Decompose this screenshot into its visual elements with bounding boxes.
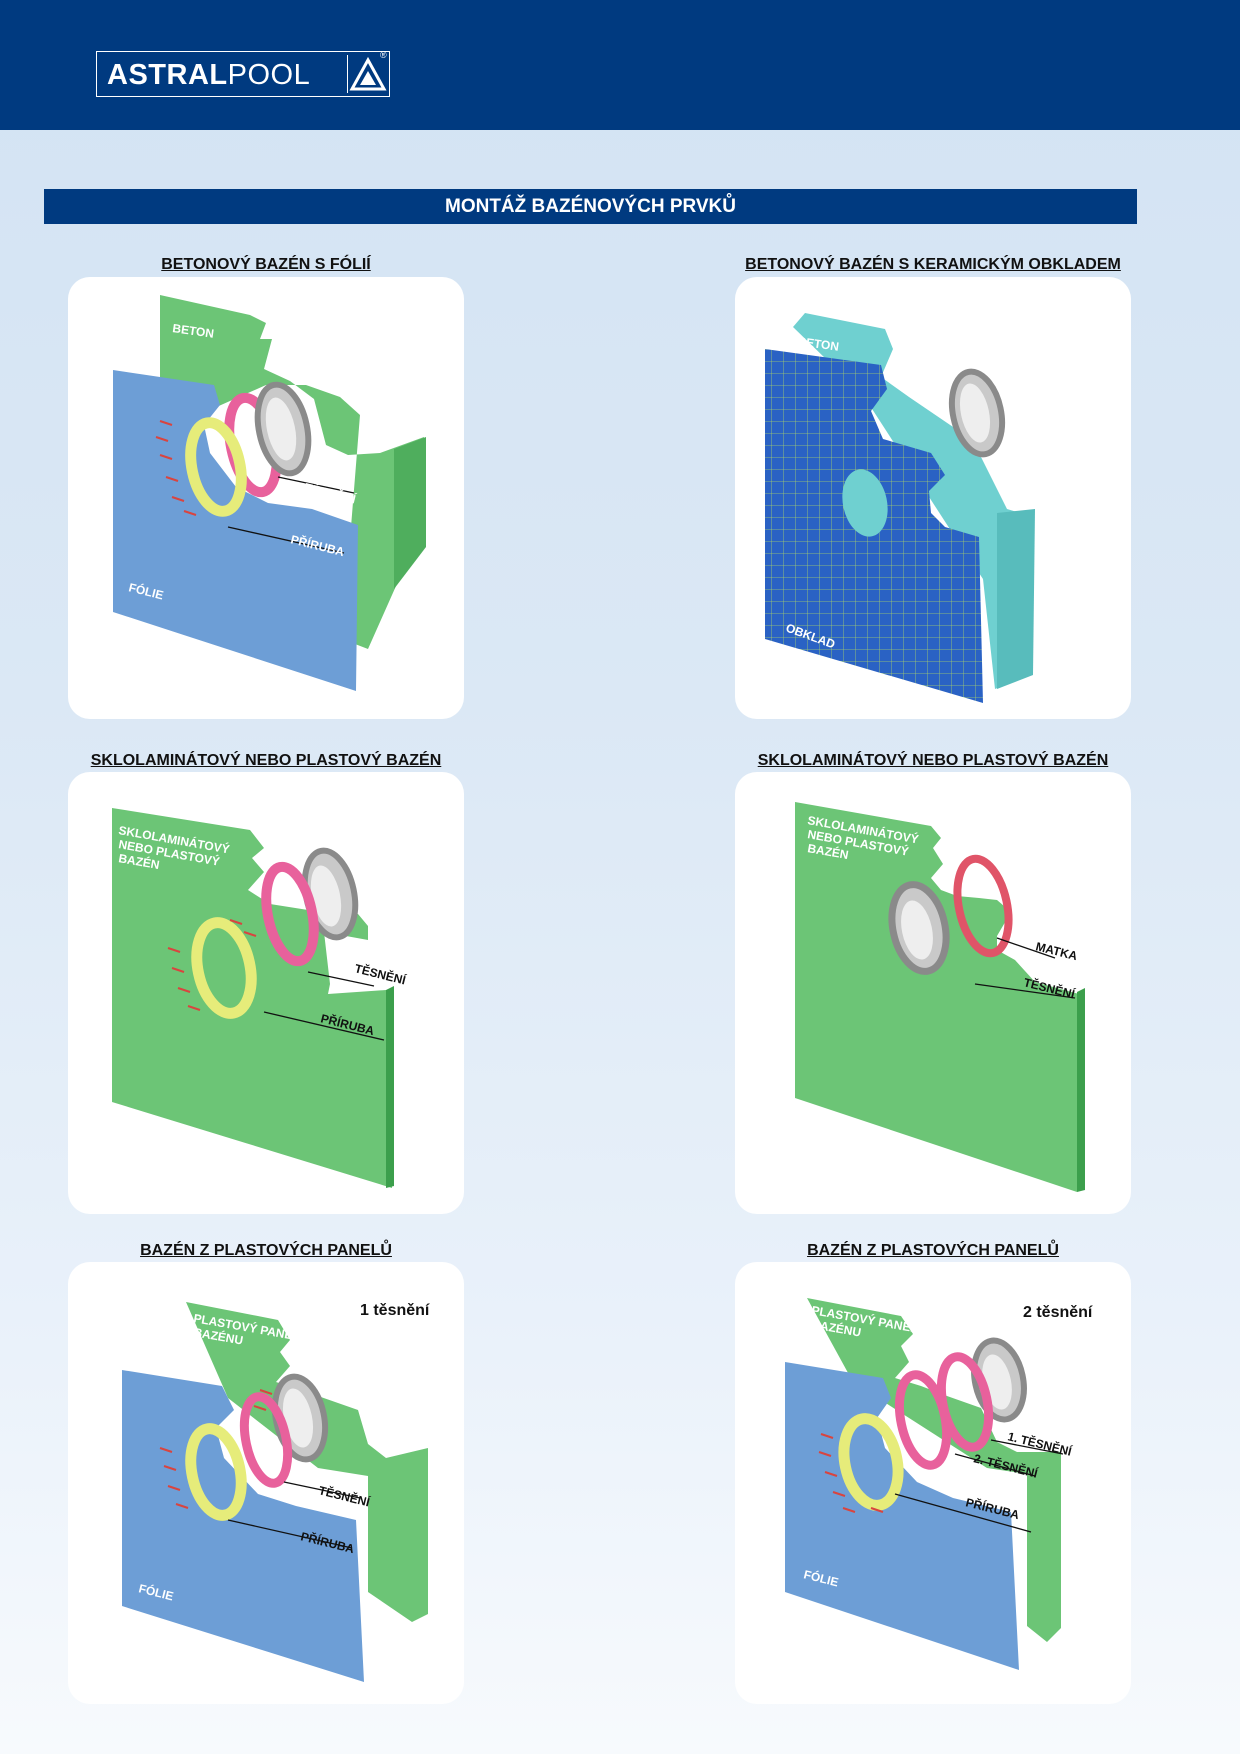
gasket-ring (239, 1392, 293, 1488)
fiberglass-wall-edge (386, 986, 394, 1188)
label-wall-line3: BAZÉN (806, 840, 849, 862)
note-gasket-count: 1 těsnění (360, 1302, 430, 1319)
astralpool-logo[interactable]: ASTRALPOOL (96, 51, 390, 97)
label-beton: BETON (797, 334, 840, 354)
flange-ring (185, 417, 247, 517)
panel-fiberglass-nut: SKLOLAMINÁTOVÝ NEBO PLASTOVÝ BAZÉN MATKA… (735, 772, 1131, 1214)
fiberglass-wall (795, 802, 1079, 1192)
foil-sheet (113, 370, 358, 691)
label-tesneni: TĚSNĚNÍ (303, 479, 358, 506)
registered-mark: ® (380, 50, 387, 60)
diagram-fiberglass-flange: SKLOLAMINÁTOVÝ NEBO PLASTOVÝ BAZÉN TĚSNĚ… (112, 808, 408, 1188)
panel-title-fiberglass-2: SKLOLAMINÁTOVÝ NEBO PLASTOVÝ BAZÉN (757, 752, 1109, 769)
gasket-ring-2 (894, 1370, 952, 1470)
panel-title-plastic-1: BAZÉN Z PLASTOVÝCH PANELŮ (140, 1242, 392, 1259)
panel-plastic-two-gaskets: 2 těsnění PLASTOVÝ PANEL BAZÉNU 1. TĚSNĚ… (735, 1262, 1131, 1704)
panel-title-concrete-foil: BETONOVÝ BAZÉN S FÓLIÍ (161, 256, 371, 273)
panel-title-fiberglass-1: SKLOLAMINÁTOVÝ NEBO PLASTOVÝ BAZÉN (90, 752, 442, 769)
header-bar: ASTRALPOOL ® (0, 0, 1240, 130)
concrete-wall-side (394, 437, 426, 589)
panel-concrete-foil: BETON TĚSNĚNÍ PŘÍRUBA FÓLIE (68, 277, 464, 719)
concrete-wall (160, 295, 424, 649)
logo-wordmark: ASTRALPOOL (107, 59, 311, 91)
flange-ring (838, 1413, 904, 1511)
flange-ring (185, 1423, 247, 1521)
fiberglass-wall-edge (1077, 988, 1085, 1192)
note-gasket-count: 2 těsnění (1023, 1304, 1093, 1321)
foil-sheet (122, 1370, 364, 1682)
flange-ring (191, 917, 257, 1019)
label-beton: BETON (172, 321, 215, 341)
panel-plastic-one-gasket: 1 těsnění PLASTOVÝ PANEL BAZÉNU TĚSNĚNÍ … (68, 1262, 464, 1704)
label-tesneni: TĚSNĚNÍ (317, 1482, 372, 1509)
panel-concrete-tile: BETON OBKLAD (735, 277, 1131, 719)
panel-title-plastic-2: BAZÉN Z PLASTOVÝCH PANELŮ (807, 1242, 1059, 1259)
diagram-plastic-one-gasket: PLASTOVÝ PANEL BAZÉNU TĚSNĚNÍ PŘÍRUBA FÓ… (122, 1302, 428, 1682)
section-title: MONTÁŽ BAZÉNOVÝCH PRVKŮ (44, 189, 1137, 224)
diagram-plastic-two-gaskets: PLASTOVÝ PANEL BAZÉNU 1. TĚSNĚNÍ 2. TĚSN… (785, 1298, 1074, 1670)
tile-wall-side (997, 509, 1035, 689)
logo-triangle-icon (347, 55, 388, 93)
plastic-panel (186, 1302, 428, 1622)
diagram-concrete-foil: BETON TĚSNĚNÍ PŘÍRUBA FÓLIE (113, 295, 426, 691)
panel-fiberglass-flange: SKLOLAMINÁTOVÝ NEBO PLASTOVÝ BAZÉN TĚSNĚ… (68, 772, 464, 1214)
label-wall-line3: BAZÉN (117, 850, 160, 872)
nut-ring (953, 854, 1013, 958)
diagram-fiberglass-nut: SKLOLAMINÁTOVÝ NEBO PLASTOVÝ BAZÉN MATKA… (795, 802, 1085, 1192)
label-matka: MATKA (1034, 939, 1079, 963)
opening (842, 469, 888, 537)
gasket-ring (261, 861, 319, 967)
diagram-concrete-tile: BETON OBKLAD (765, 313, 1035, 703)
panel-title-concrete-tile: BETONOVÝ BAZÉN S KERAMICKÝM OBKLADEM (745, 256, 1121, 273)
